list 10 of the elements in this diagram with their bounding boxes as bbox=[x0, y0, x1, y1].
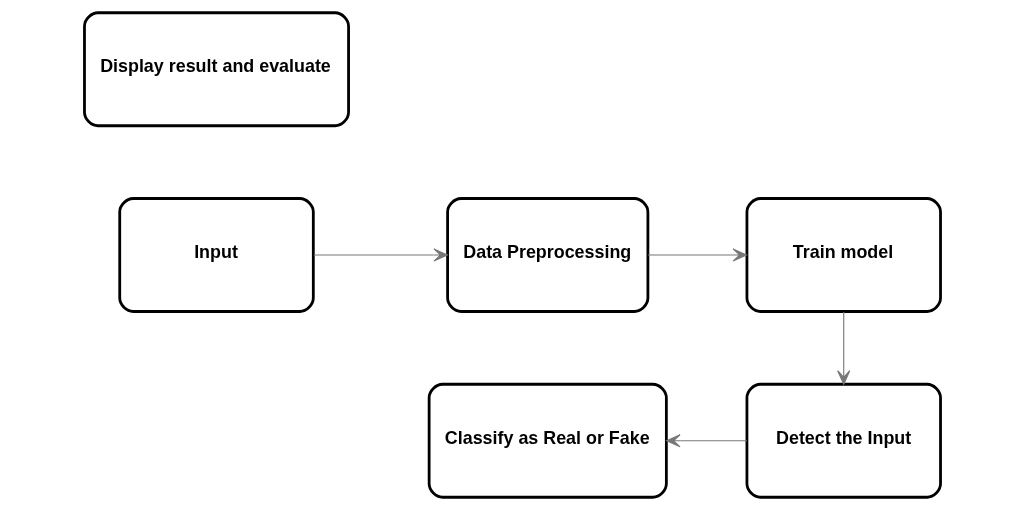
node-box: Input bbox=[117, 197, 315, 313]
arrow bbox=[646, 248, 747, 262]
node-box: Data Preprocessing bbox=[445, 197, 649, 313]
arrow bbox=[836, 311, 850, 385]
node-box: Display result and evaluate bbox=[82, 11, 350, 128]
arrow bbox=[665, 434, 747, 448]
node-box: Train model bbox=[745, 197, 942, 313]
node-box: Detect the Input bbox=[745, 382, 942, 499]
arrow bbox=[312, 248, 448, 262]
node-box: Classify as Real or Fake bbox=[427, 382, 668, 499]
